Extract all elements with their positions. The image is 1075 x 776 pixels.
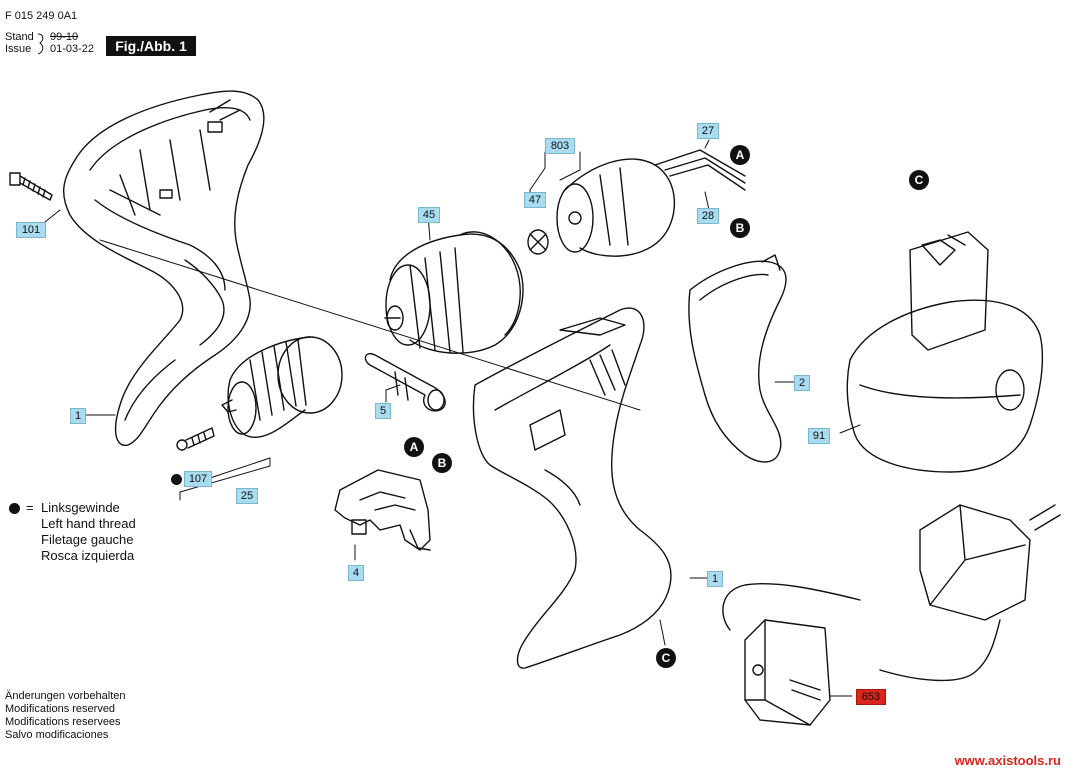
- part-label-45: 45: [418, 207, 440, 223]
- legend-equals: =: [26, 500, 34, 515]
- part-label-101: 101: [16, 222, 46, 238]
- part-label-91: 91: [808, 428, 830, 444]
- drill-chuck: [221, 336, 343, 438]
- gearbox-45: [384, 231, 524, 354]
- switch-4: [334, 469, 431, 551]
- part-label-653: 653: [856, 689, 886, 705]
- watermark: www.axistools.ru: [954, 753, 1061, 768]
- callout-a-motor: A: [730, 145, 750, 165]
- screw-101: [9, 172, 53, 201]
- charger-plug: [722, 504, 1061, 682]
- header-bracket: [37, 33, 44, 55]
- part-label-4: 4: [348, 565, 364, 581]
- part-label-25: 25: [236, 488, 258, 504]
- side-cover-2: [688, 254, 787, 463]
- part-label-47: 47: [524, 192, 546, 208]
- part-label-27: 27: [697, 123, 719, 139]
- figure-label: Fig./Abb. 1: [106, 36, 196, 56]
- callout-c-handle: C: [656, 648, 676, 668]
- motor-803: [556, 149, 746, 257]
- callout-c-battery: C: [909, 170, 929, 190]
- issue-date: 01-03-22: [50, 43, 95, 55]
- callout-a-switch: A: [404, 437, 424, 457]
- issue-label: Issue: [5, 43, 32, 55]
- callout-b-switch: B: [432, 453, 452, 473]
- footer-line-de: Änderungen vorbehalten: [5, 690, 126, 702]
- pinion-47: [527, 229, 549, 255]
- legend-line-fr: Filetage gauche: [41, 532, 134, 547]
- footer-line-es: Salvo modificaciones: [5, 729, 109, 741]
- housing-left-half: [63, 90, 265, 446]
- document-number: F 015 249 0A1: [5, 10, 78, 22]
- part-label-5: 5: [375, 403, 391, 419]
- charger-cradle-653: [744, 619, 831, 726]
- part-label-107: 107: [184, 471, 212, 487]
- legend-line-en: Left hand thread: [41, 516, 136, 531]
- callout-b-motor: B: [730, 218, 750, 238]
- part-label-1-right: 1: [707, 571, 723, 587]
- stand-date: 99-10: [50, 31, 79, 43]
- footer-line-fr: Modifications reservees: [5, 716, 121, 728]
- spindle-part-5: [364, 353, 446, 412]
- legend-line-es: Rosca izquierda: [41, 548, 135, 563]
- part-label-1-left: 1: [70, 408, 86, 424]
- left-hand-thread-marker-107: [171, 474, 182, 485]
- stand-label: Stand: [5, 31, 34, 43]
- left-hand-thread-dot: [9, 503, 20, 514]
- part-label-28: 28: [697, 208, 719, 224]
- battery-91: [846, 231, 1044, 473]
- part-label-803: 803: [545, 138, 575, 154]
- legend-line-de: Linksgewinde: [41, 500, 120, 515]
- screw-107: [176, 427, 215, 451]
- housing-right-half: [472, 307, 672, 669]
- part-label-2: 2: [794, 375, 810, 391]
- footer-line-en: Modifications reserved: [5, 703, 116, 715]
